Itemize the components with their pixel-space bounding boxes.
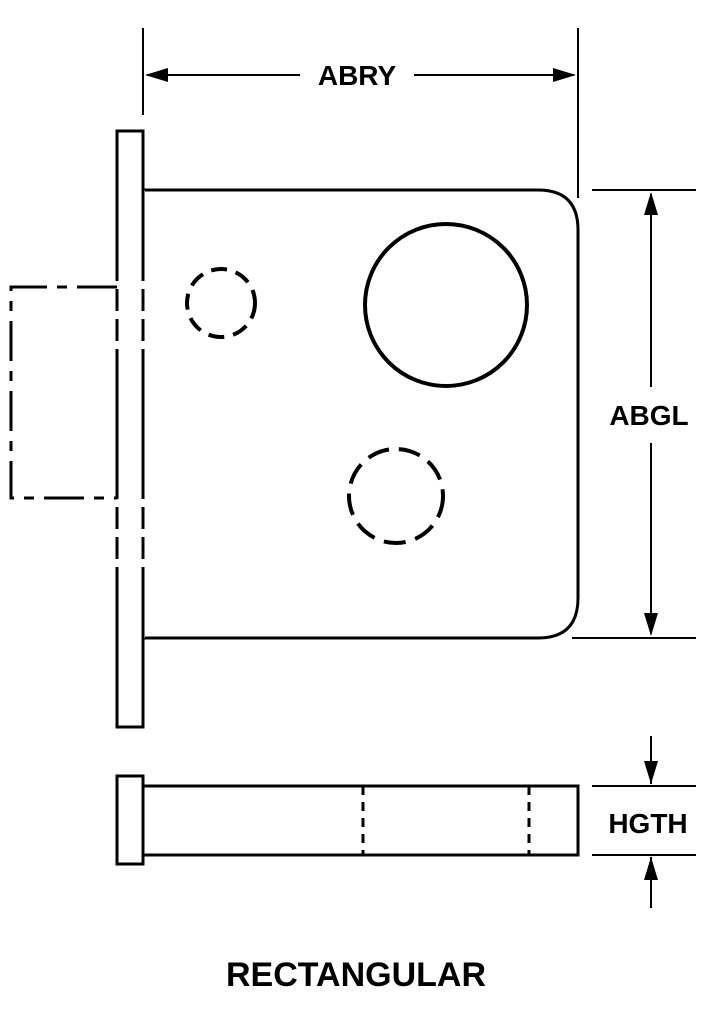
- hidden-hole-small: [185, 267, 257, 339]
- length-label: ABGL: [609, 400, 688, 431]
- shape-caption: RECTANGULAR: [226, 956, 486, 994]
- top-view: [9, 129, 580, 729]
- mounting-flange: [115, 129, 145, 729]
- height-label: HGTH: [608, 808, 687, 839]
- side-flange: [115, 774, 145, 866]
- width-dimension: ABRY: [142, 28, 579, 198]
- phantom-mating-part: [9, 285, 117, 500]
- side-view: [115, 774, 580, 866]
- arrowhead-icon: [644, 192, 658, 215]
- arrowhead-icon: [644, 613, 658, 636]
- arrowhead-icon: [644, 761, 658, 784]
- large-hole: [363, 222, 529, 388]
- height-dimension: HGTH: [592, 736, 696, 908]
- width-label: ABRY: [318, 60, 397, 91]
- bracket-plate: [143, 188, 580, 640]
- arrowhead-icon: [553, 68, 576, 82]
- length-dimension: ABGL: [572, 189, 696, 639]
- side-plate: [141, 784, 580, 857]
- hidden-hole-medium: [347, 447, 445, 545]
- arrowhead-icon: [644, 857, 658, 880]
- arrowhead-icon: [145, 68, 168, 82]
